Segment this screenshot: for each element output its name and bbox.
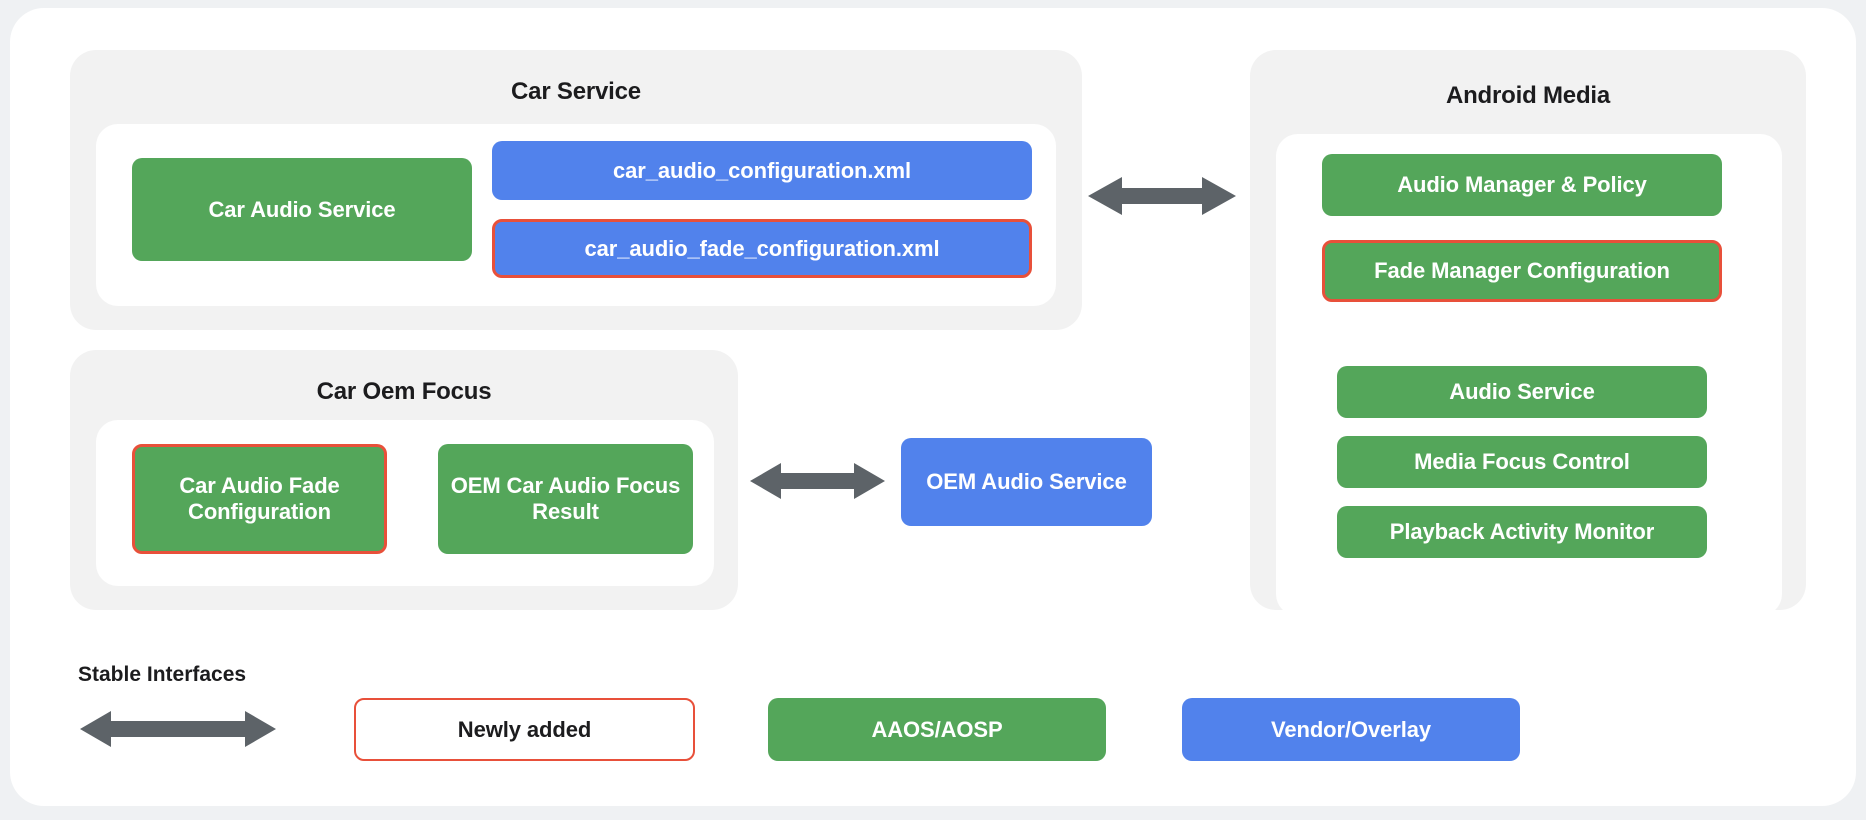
node-oem-audio-service-label: OEM Audio Service [926,469,1127,495]
legend-item-vendor-overlay[interactable]: Vendor/Overlay [1182,698,1520,761]
node-car-audio-fade-configuration-label: Car Audio Fade Configuration [179,473,340,524]
node-car-audio-configuration-xml[interactable]: car_audio_configuration.xml [492,141,1032,200]
legend-item-vendor-overlay-label: Vendor/Overlay [1270,716,1431,742]
node-fade-manager-configuration-label: Fade Manager Configuration [1374,258,1670,284]
node-car-audio-service[interactable]: Car Audio Service [132,158,472,261]
node-playback-activity-monitor-label: Playback Activity Monitor [1389,519,1655,545]
legend-item-aaos-aosp-label: AAOS/AOSP [871,716,1003,742]
node-oem-audio-service[interactable]: OEM Audio Service [901,438,1152,526]
arrow-legend-stable-interfaces [80,708,276,750]
node-car-audio-configuration-xml-label: car_audio_configuration.xml [612,157,912,183]
legend-stable-interfaces-label: Stable Interfaces [78,663,247,686]
legend-item-newly-added[interactable]: Newly added [354,698,695,761]
group-android-media-title: Android Media [1445,82,1611,109]
group-car-oem-focus-title: Car Oem Focus [316,378,492,405]
node-media-focus-control[interactable]: Media Focus Control [1337,436,1707,488]
node-car-audio-fade-configuration[interactable]: Car Audio Fade Configuration [132,444,387,554]
node-car-audio-fade-configuration-xml[interactable]: car_audio_fade_configuration.xml [492,219,1032,278]
node-audio-manager-and-policy[interactable]: Audio Manager & Policy [1322,154,1722,216]
node-fade-manager-configuration[interactable]: Fade Manager Configuration [1322,240,1722,302]
node-audio-service-label: Audio Service [1449,379,1595,405]
node-car-audio-fade-configuration-xml-label: car_audio_fade_configuration.xml [584,235,940,261]
node-playback-activity-monitor[interactable]: Playback Activity Monitor [1337,506,1707,558]
diagram-card: Car Service Car Audio Service car_audio_… [10,8,1856,806]
arrow-car-service-to-android-media [1088,174,1236,218]
node-audio-service[interactable]: Audio Service [1337,366,1707,418]
node-oem-car-audio-focus-result-label: OEM Car Audio Focus Result [450,473,681,524]
legend-item-aaos-aosp[interactable]: AAOS/AOSP [768,698,1106,761]
node-audio-manager-and-policy-label: Audio Manager & Policy [1397,172,1647,198]
group-car-service-title: Car Service [511,78,641,105]
node-media-focus-control-label: Media Focus Control [1414,449,1630,475]
arrow-car-oem-focus-to-oem-audio-service [750,460,885,502]
node-car-audio-service-label: Car Audio Service [208,196,396,222]
node-oem-car-audio-focus-result[interactable]: OEM Car Audio Focus Result [438,444,693,554]
legend-item-newly-added-label: Newly added [457,716,592,742]
